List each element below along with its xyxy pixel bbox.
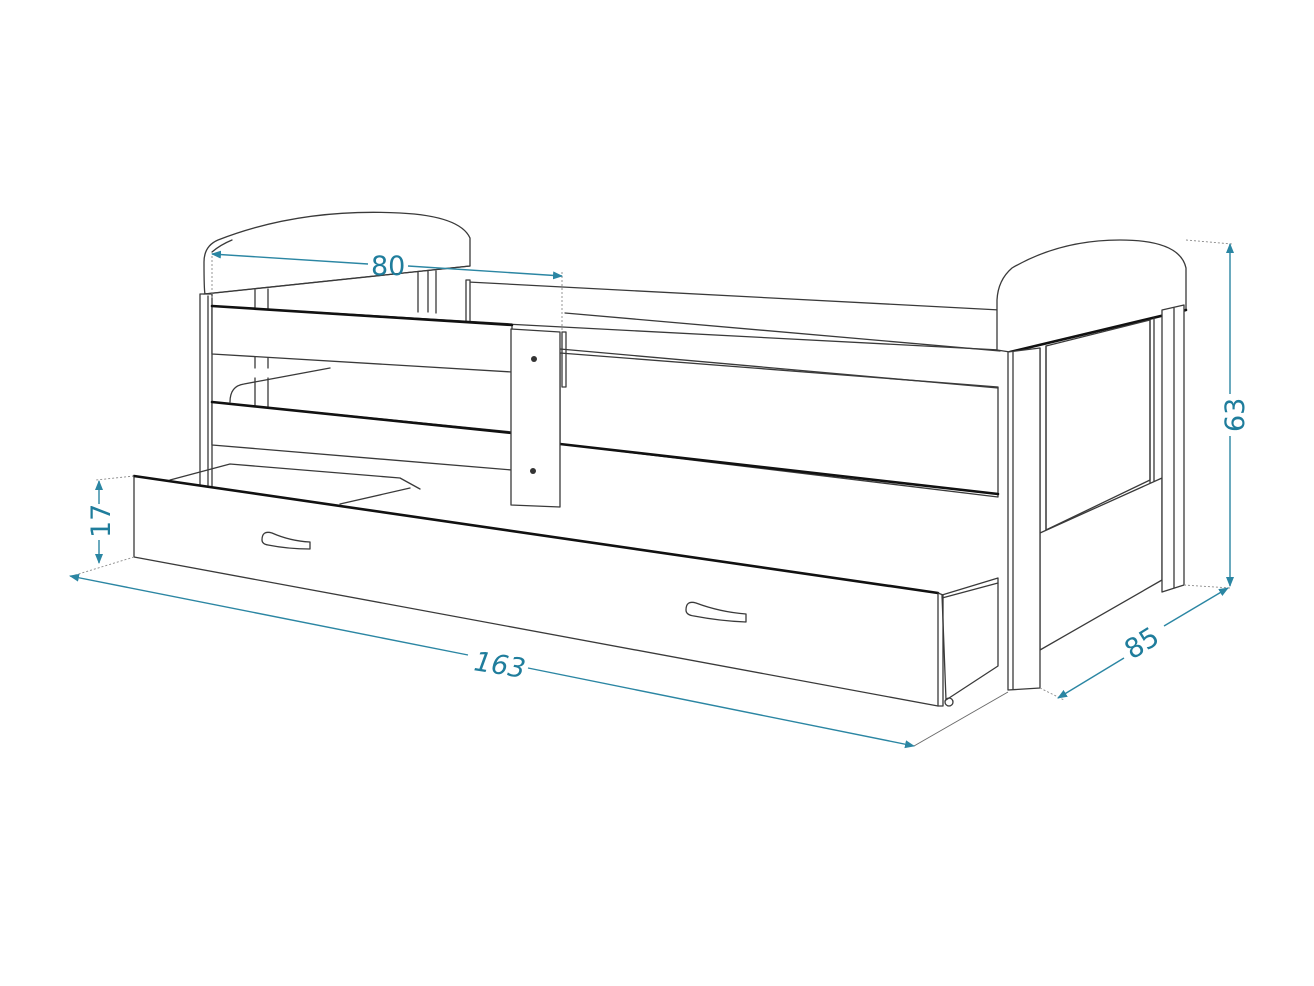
screw-top bbox=[531, 356, 537, 362]
side-frame bbox=[558, 331, 1000, 498]
safety-rail bbox=[210, 304, 514, 471]
dimension-label-85: 85 bbox=[1119, 621, 1165, 665]
drawer-handle-left bbox=[261, 531, 311, 550]
dimension-80: 80 bbox=[211, 250, 563, 282]
dimension-label-163: 163 bbox=[472, 646, 528, 685]
dimension-label-17: 17 bbox=[86, 504, 117, 538]
dimension-17: 17 bbox=[86, 480, 117, 564]
right-headboard bbox=[996, 239, 1188, 691]
screw-bottom bbox=[530, 468, 536, 474]
dimension-label-80: 80 bbox=[371, 251, 405, 282]
extension-lines bbox=[71, 239, 1233, 747]
drawer-wheel bbox=[944, 697, 954, 707]
dimension-63: 63 bbox=[1220, 243, 1251, 587]
dimension-label-63: 63 bbox=[1220, 398, 1251, 432]
drawer bbox=[132, 463, 999, 707]
drawer-handle-right bbox=[685, 601, 747, 623]
rail-connector-plate bbox=[510, 328, 561, 508]
